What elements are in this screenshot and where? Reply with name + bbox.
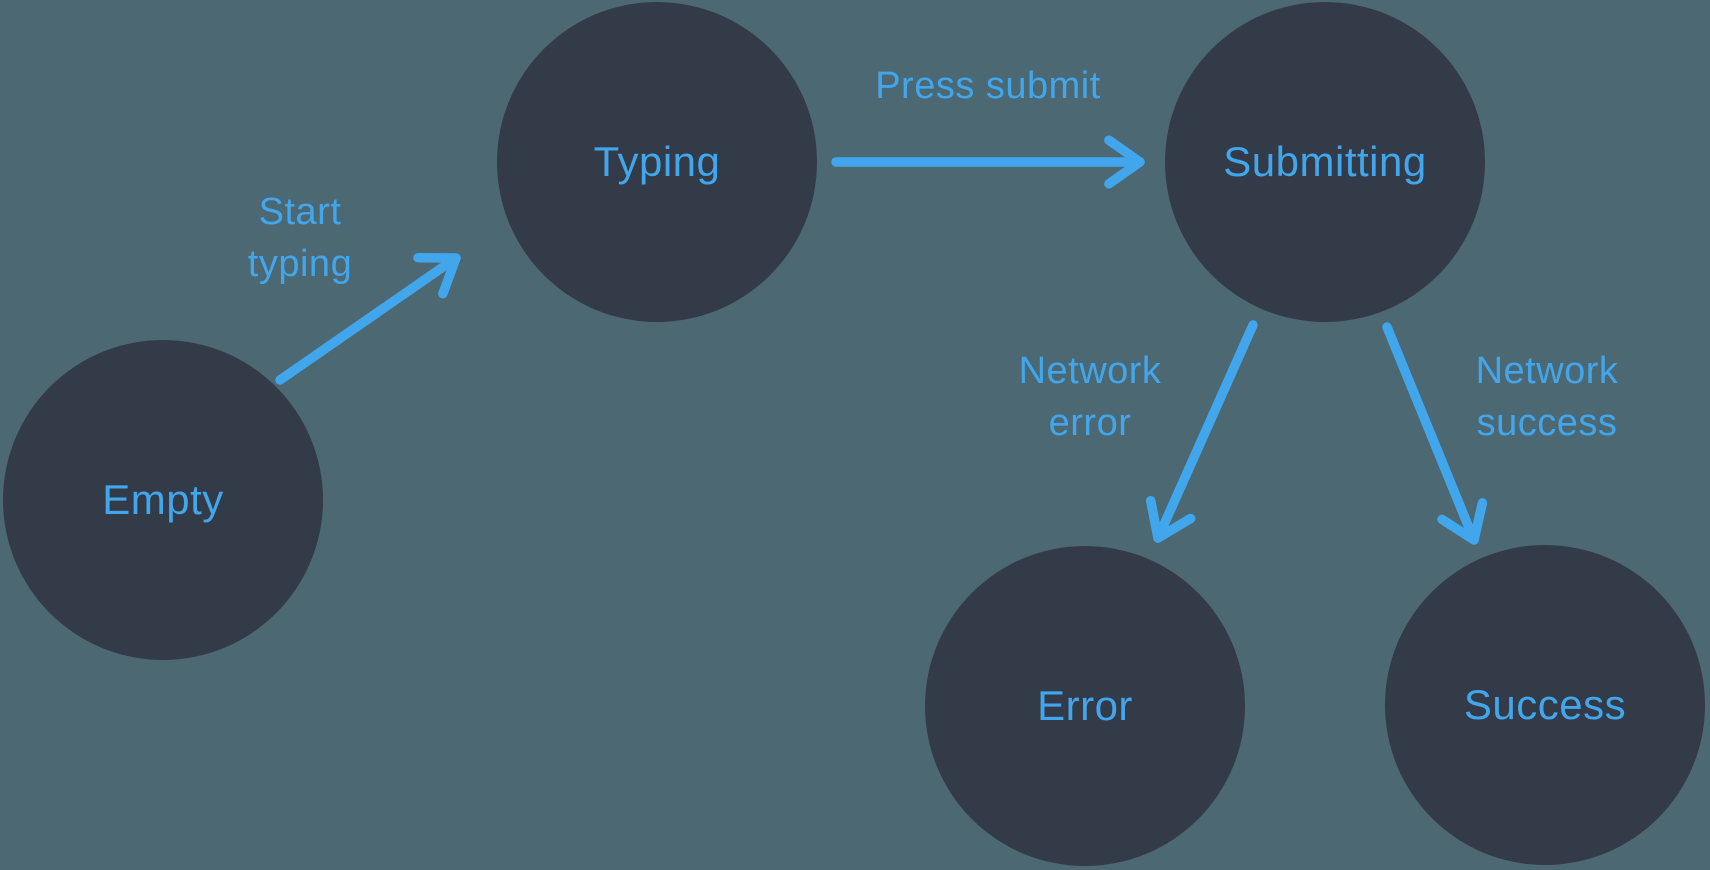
state-label-empty: Empty	[102, 476, 224, 523]
transition-label-line: Network	[1475, 350, 1619, 392]
state-label-typing: Typing	[593, 138, 721, 185]
arrow-network-success	[1382, 322, 1488, 545]
state-node-error: Error	[925, 546, 1245, 866]
state-label-submitting: Submitting	[1223, 138, 1427, 185]
arrowhead-icon	[413, 253, 461, 299]
transition-label-line: Start	[258, 191, 342, 233]
state-node-empty: Empty	[3, 340, 323, 660]
arrow-press-submit	[831, 135, 1145, 189]
transition-label-line: typing	[247, 243, 353, 285]
state-node-success: Success	[1385, 545, 1705, 865]
arrowhead-icon	[1145, 495, 1196, 543]
transition-label-line: error	[1048, 402, 1132, 444]
transition-label-line: success	[1476, 402, 1618, 444]
transition-label-line: Press submit	[875, 65, 1101, 107]
transition-label-start-typing: Start typing	[248, 186, 352, 290]
transition-label-line: Network	[1018, 350, 1162, 392]
transition-label-network-error: Network error	[1019, 345, 1162, 449]
state-label-error: Error	[1037, 682, 1133, 729]
transition-label-network-success: Network success	[1476, 345, 1619, 449]
arrow-start-typing	[275, 253, 461, 385]
arrow-network-error	[1145, 320, 1258, 543]
arrowhead-icon	[1104, 135, 1145, 189]
transition-label-press-submit: Press submit	[875, 60, 1101, 112]
state-node-typing: Typing	[497, 2, 817, 322]
state-label-success: Success	[1463, 681, 1627, 728]
arrowhead-icon	[1437, 498, 1488, 545]
state-node-submitting: Submitting	[1165, 2, 1485, 322]
